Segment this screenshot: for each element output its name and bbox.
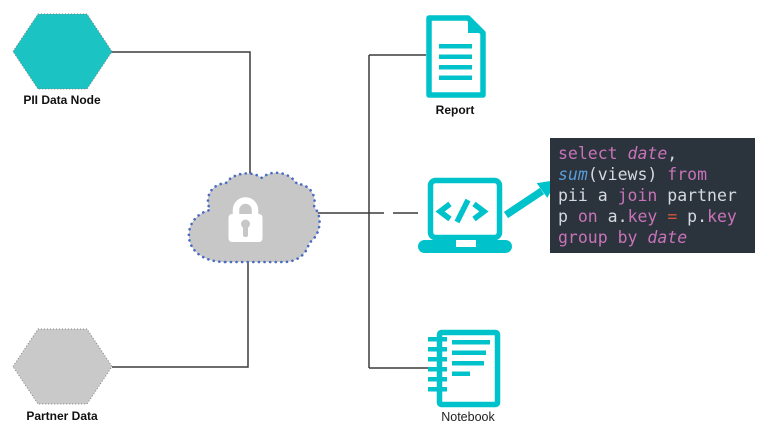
sql-table: pii a xyxy=(558,186,618,205)
pii-node-label: PII Data Node xyxy=(23,93,101,107)
code-line-4: p on a.key = p.key xyxy=(558,206,755,227)
sql-ref: a. xyxy=(597,207,628,226)
partner-node-label: Partner Data xyxy=(26,409,98,423)
sql-alias: p xyxy=(558,207,578,226)
sql-operator: = xyxy=(667,207,678,226)
sql-keyword: join xyxy=(617,186,658,205)
code-laptop-icon xyxy=(418,177,512,253)
sql-column: date xyxy=(627,144,668,163)
sql-ref: p. xyxy=(677,207,708,226)
partner-hexagon xyxy=(12,328,113,405)
sql-keyword: group by xyxy=(558,228,648,247)
pii-hexagon xyxy=(12,13,113,90)
connector-cloud-to-partner xyxy=(112,262,249,368)
sql-table: partner xyxy=(657,186,737,205)
code-line-2: sum(views) from xyxy=(558,164,755,185)
lock-icon xyxy=(228,197,263,242)
notebook-icon xyxy=(428,329,501,408)
code-glyph xyxy=(435,198,489,224)
sql-space xyxy=(657,207,667,226)
notebook-label: Notebook xyxy=(441,410,495,424)
report-label: Report xyxy=(435,103,475,117)
sql-column: date xyxy=(647,228,688,247)
sql-keyword: key xyxy=(707,207,737,226)
code-line-5: group by date xyxy=(558,227,755,248)
code-line-3: pii a join partner xyxy=(558,185,755,206)
notebook-spiral xyxy=(428,337,447,392)
connectors xyxy=(111,51,431,369)
notebook-lines xyxy=(452,340,490,376)
sql-keyword: select xyxy=(558,144,628,163)
sql-args: (views) xyxy=(587,165,668,184)
code-line-1: select date, xyxy=(558,143,755,164)
sql-punct: , xyxy=(667,144,678,163)
sql-keyword: key xyxy=(627,207,658,226)
report-document-icon xyxy=(426,15,486,98)
sql-snippet-box: select date, sum(views) from pii a join … xyxy=(550,138,755,253)
connector-pii-to-cloud xyxy=(111,51,251,181)
sql-keyword: on xyxy=(577,207,598,226)
sql-keyword: from xyxy=(667,165,708,184)
sql-function: sum xyxy=(558,165,588,184)
